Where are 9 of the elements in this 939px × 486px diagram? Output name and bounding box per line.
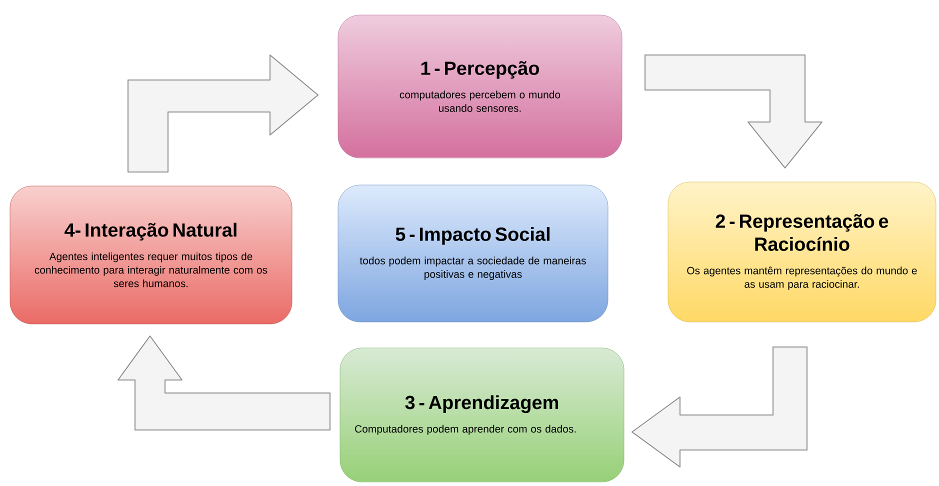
block-arrow (128, 54, 318, 172)
block-arrow (118, 336, 330, 430)
process-box: 4- Interação Natural Agentes inteligentes requer muitos tipos de conhecimento para interagir naturalmente com os seres humanos. (10, 186, 292, 324)
process-box: 1 - Percepção computadores percebem o mundo usando sensores. (338, 14, 622, 158)
process-box: 5 - Impacto Social todos podem impactar a sociedade de maneiras positivas e negativas (338, 184, 608, 322)
process-box: 2 - Representação e Raciocínio Os agentes mantêm representações do mundo e as usam para raciocinar. (668, 182, 936, 322)
process-box: 3 - Aprendizagem Computadores podem aprender com os dados. (340, 348, 624, 482)
block-arrow (632, 346, 808, 468)
block-arrow (644, 54, 822, 168)
